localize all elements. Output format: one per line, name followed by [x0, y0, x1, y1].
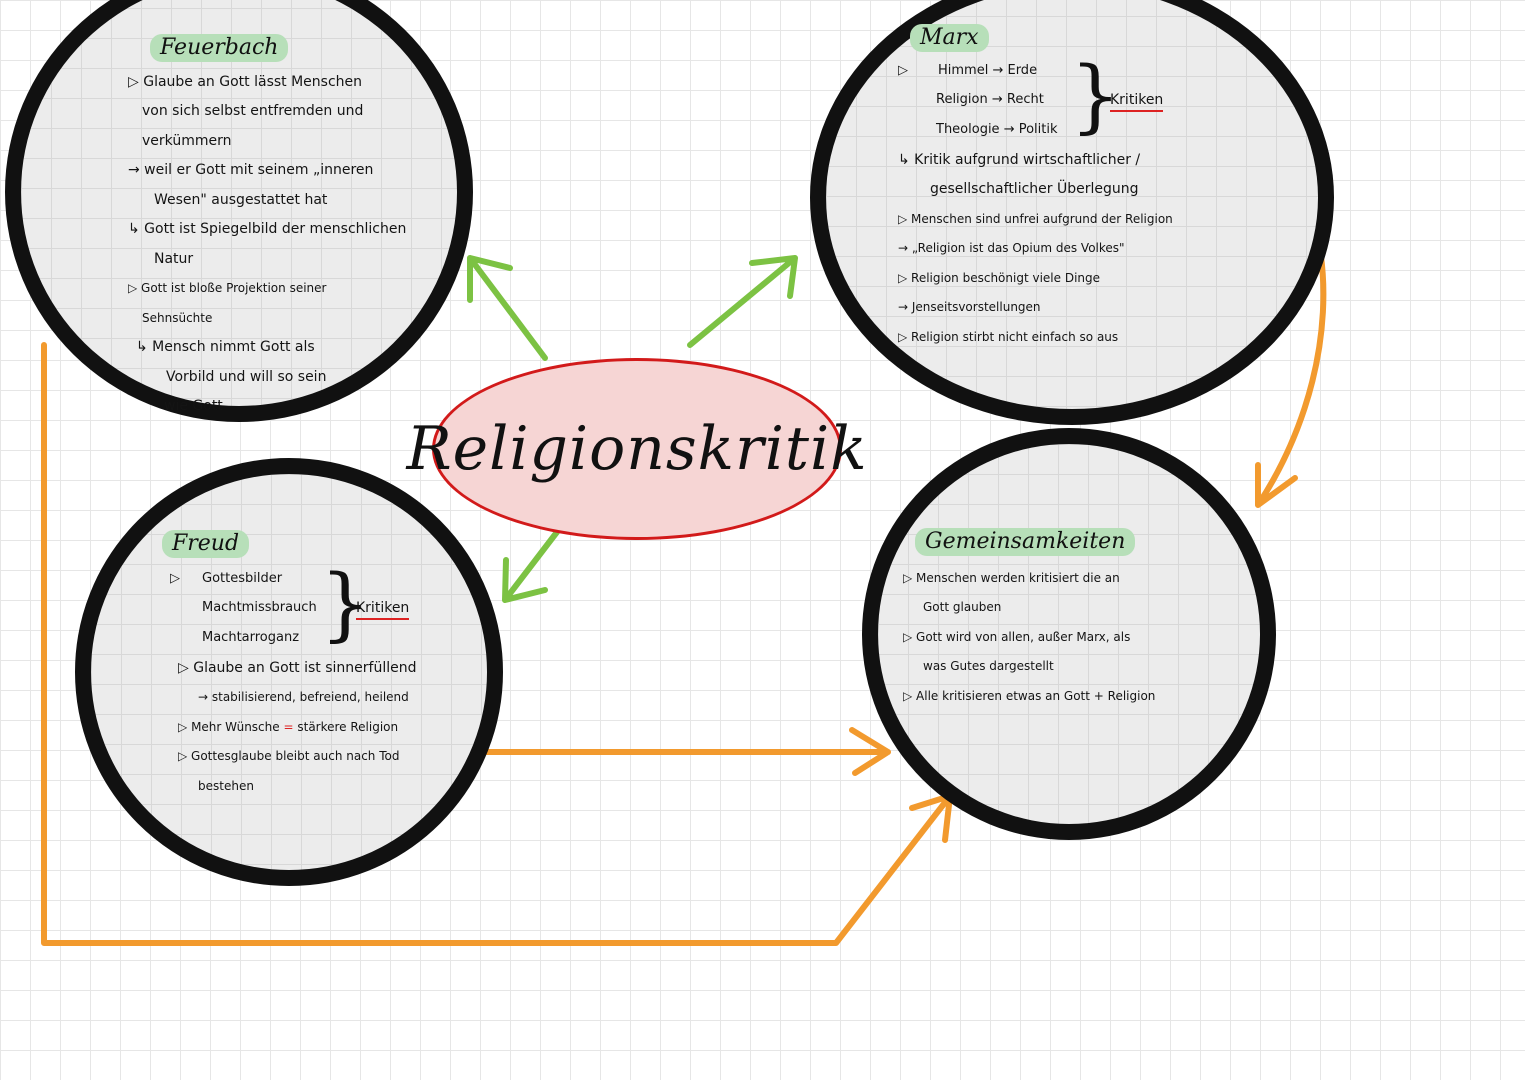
feuerbach-line: Sehnsüchte — [142, 310, 213, 325]
freud-wish-bullet: ▷ — [178, 719, 188, 734]
feuerbach-line: Vorbild und will so sein — [166, 368, 327, 385]
freud-item: Machtmissbrauch — [202, 600, 317, 615]
feuerbach-line: verkümmern — [142, 132, 232, 149]
feuerbach-line: ↳ Mensch nimmt Gott als — [136, 339, 315, 355]
marx-pair: Himmel → Erde — [938, 62, 1038, 78]
arrow-to-feuerbach — [467, 255, 548, 361]
gemeinsamkeiten-line: ▷ Menschen werden kritisiert die an — [903, 570, 1120, 585]
freud-line: ▷ Glaube an Gott ist sinnerfüllend — [178, 659, 417, 676]
marx-line: ↳ Kritik aufgrund wirtschaftlicher / — [898, 151, 1141, 168]
arrow-to-marx — [687, 255, 798, 348]
arrow-freud-to-gemeinsamkeiten — [479, 727, 891, 776]
marx-line: ▷ Religion beschönigt viele Dinge — [898, 270, 1101, 285]
gemeinsamkeiten-heading: Gemeinsamkeiten — [915, 528, 1136, 556]
marx-bullet: ▷ — [898, 62, 908, 78]
marx-content: Marx ▷ Himmel → Erde Religion → Recht Th… — [898, 24, 1173, 352]
marx-line: → Jenseitsvorstellungen — [898, 300, 1041, 314]
marx-pair: Religion → Recht — [936, 92, 1044, 107]
gemeinsamkeiten-line: ▷ Alle kritisieren etwas an Gott + Relig… — [903, 688, 1156, 703]
freud-kritiken-label: Kritiken — [356, 598, 410, 620]
freud-circle — [75, 458, 503, 886]
freud-item: Machtarroganz — [202, 629, 300, 645]
freud-line: bestehen — [198, 778, 254, 793]
marx-kritiken-label: Kritiken — [1110, 90, 1164, 112]
freud-line: → stabilisierend, befreiend, heilend — [198, 690, 409, 704]
gemeinsamkeiten-line: ▷ Gott wird von allen, außer Marx, als — [903, 629, 1131, 644]
brace-icon: } — [1070, 48, 1121, 142]
freud-line: ▷ Gottesglaube bleibt auch nach Tod — [178, 749, 400, 763]
freud-item: Gottesbilder — [202, 570, 283, 586]
gemeinsamkeiten-line: was Gutes dargestellt — [923, 659, 1054, 673]
center-topic-ellipse: Religionskritik — [406, 358, 868, 540]
feuerbach-line: → weil er Gott mit seinem „inneren — [128, 162, 374, 178]
feuerbach-line: Wesen" ausgestattet hat — [154, 191, 328, 208]
marx-line: gesellschaftlicher Überlegung — [930, 181, 1139, 197]
feuerbach-heading: Feuerbach — [150, 34, 289, 62]
arrow-to-freud — [502, 529, 560, 603]
marx-heading: Marx — [910, 24, 989, 52]
feuerbach-line: von sich selbst entfremden und — [142, 103, 364, 119]
freud-content: Freud ▷ Gottesbilder Machtmissbrauch Mac… — [162, 530, 417, 801]
freud-wish-more: Mehr Wünsche — [191, 719, 280, 734]
feuerbach-line: wie Gott — [164, 398, 223, 414]
gemeinsamkeiten-line: Gott glauben — [923, 600, 1002, 614]
freud-heading: Freud — [162, 530, 250, 558]
brace-icon: } — [320, 556, 371, 650]
freud-bullet: ▷ — [170, 570, 180, 586]
feuerbach-line: Natur — [154, 250, 194, 267]
marx-line: ▷ Menschen sind unfrei aufgrund der Reli… — [898, 211, 1173, 226]
feuerbach-content: Feuerbach ▷ Glaube an Gott lässt Mensche… — [128, 34, 406, 422]
marx-line: ▷ Religion stirbt nicht einfach so aus — [898, 329, 1119, 344]
feuerbach-line: ↳ Gott ist Spiegelbild der menschlichen — [128, 221, 407, 237]
equals-sign: = — [283, 719, 294, 734]
marx-pair: Theologie → Politik — [936, 121, 1058, 137]
freud-wish-stronger: stärkere Religion — [297, 719, 399, 734]
center-title: Religionskritik — [406, 414, 868, 484]
marx-line: → „Religion ist das Opium des Volkes" — [898, 241, 1125, 255]
feuerbach-line: ▷ Glaube an Gott lässt Menschen — [128, 73, 363, 90]
feuerbach-line: ▷ Gott ist bloße Projektion seiner — [128, 281, 327, 295]
gemeinsamkeiten-content: Gemeinsamkeiten ▷ Menschen werden kritis… — [903, 528, 1155, 711]
